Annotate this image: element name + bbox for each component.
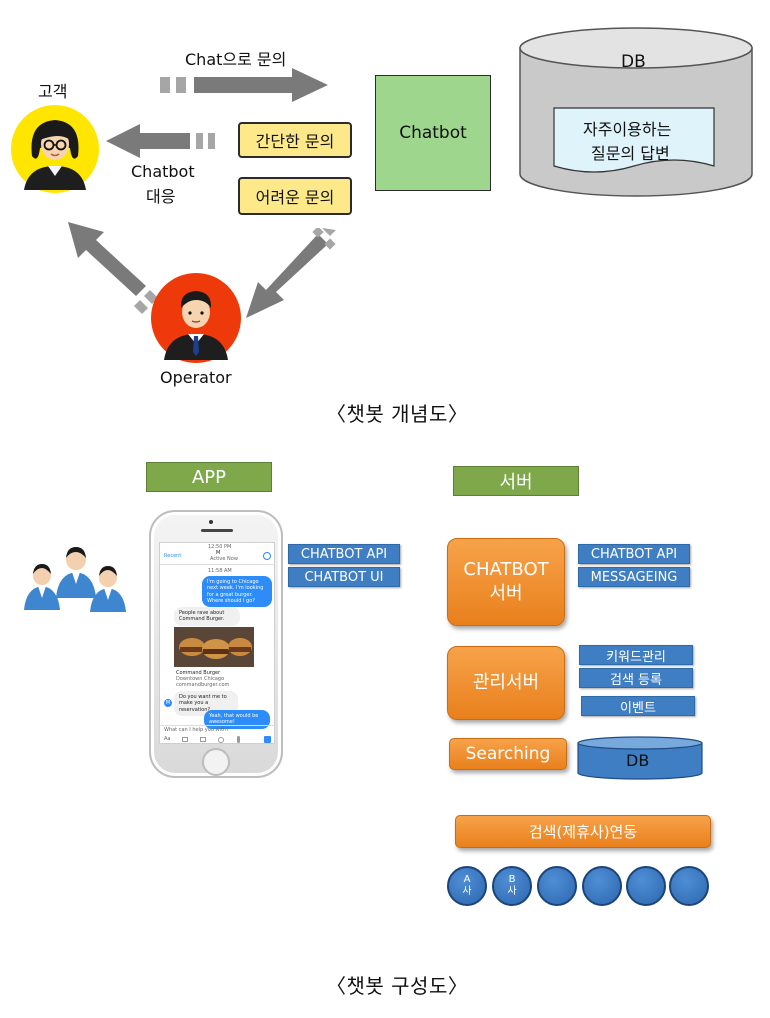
company-a-line-2: 사 xyxy=(462,886,472,897)
operator-to-customer-arrow-icon xyxy=(68,222,158,314)
gallery-button-icon[interactable] xyxy=(200,737,206,742)
chatbot-response-label-1: Chatbot xyxy=(131,162,195,181)
company-b-line-1: B xyxy=(508,874,516,885)
burger-photo-icon xyxy=(174,627,254,667)
company-a-circle: A 사 xyxy=(447,866,487,906)
chatbot-server-box: CHATBOT 서버 xyxy=(447,538,565,626)
company-a-line-1: A xyxy=(463,874,471,885)
admin-server-box: 관리서버 xyxy=(447,646,565,720)
faq-line-2: 질문의 답변 xyxy=(591,144,670,163)
server-tag-messaging: MESSAGEING xyxy=(578,567,690,587)
phone-mockup: 12:50 PM Recent M Active Now 11:58 AM I'… xyxy=(149,510,283,778)
concept-caption: 〈챗봇 개념도〉 xyxy=(326,402,469,426)
server-label: 서버 xyxy=(453,466,579,496)
message-input[interactable]: What can I help you with? xyxy=(164,727,229,733)
message-incoming-1: People rave about Command Burger. xyxy=(174,607,240,626)
mic-button-icon[interactable] xyxy=(237,736,240,743)
camera-button-icon[interactable] xyxy=(182,737,188,742)
status-time: 12:50 PM xyxy=(208,544,232,550)
contact-initial: M xyxy=(216,550,221,556)
company-b-line-2: 사 xyxy=(507,886,517,897)
company-circle-6 xyxy=(669,866,709,906)
easy-question-box: 간단한 문의 xyxy=(238,122,352,158)
card-subtitle-2: commandburger.com xyxy=(176,682,230,688)
hard-question-box: 어려운 문의 xyxy=(238,177,352,215)
chatbot-server-line-2: 서버 xyxy=(489,583,523,604)
admin-tag-keyword: 키워드관리 xyxy=(579,645,693,665)
chatbot-server-line-1: CHATBOT xyxy=(463,558,549,580)
searching-box: Searching xyxy=(449,738,567,770)
faq-line-1: 자주이용하는 xyxy=(583,120,672,139)
message-outgoing-2: Yeah, that would be awesome! xyxy=(204,710,270,729)
like-button-icon[interactable] xyxy=(264,736,271,743)
chat-timestamp: 11:58 AM xyxy=(208,568,232,574)
chatbot-response-arrow-icon xyxy=(106,124,215,158)
admin-tag-event: 이벤트 xyxy=(581,696,695,716)
company-circle-3 xyxy=(537,866,577,906)
company-b-circle: B 사 xyxy=(492,866,532,906)
operator-label: Operator xyxy=(160,368,232,387)
server-tag-chatbot-api: CHATBOT API xyxy=(578,544,690,564)
structure-db-cylinder-icon xyxy=(577,736,703,780)
app-tag-chatbot-ui: CHATBOT UI xyxy=(288,567,400,587)
structure-caption: 〈챗봇 구성도〉 xyxy=(326,974,469,998)
operator-avatar-icon xyxy=(151,273,241,363)
header-divider xyxy=(160,564,274,565)
back-button[interactable]: Recent xyxy=(164,553,182,559)
customer-avatar-icon xyxy=(11,105,99,193)
structure-db-label: DB xyxy=(626,751,650,770)
chatbot-box: Chatbot xyxy=(375,75,491,191)
contact-status: Active Now xyxy=(210,556,238,562)
partner-search-bar: 검색(제휴사)연동 xyxy=(455,815,711,848)
bot-avatar-icon: M xyxy=(164,699,172,707)
input-divider xyxy=(160,725,274,726)
db-cylinder-icon xyxy=(519,27,753,197)
home-button[interactable] xyxy=(202,748,230,776)
users-group-icon xyxy=(24,547,126,612)
question-to-operator-arrow-icon xyxy=(246,228,336,318)
text-format-button[interactable]: Aa xyxy=(164,736,171,742)
message-outgoing-1: I'm going to Chicago next week. I'm look… xyxy=(202,576,272,607)
customer-label: 고객 xyxy=(38,82,68,101)
chat-inquiry-label: Chat으로 문의 xyxy=(185,50,287,69)
phone-speaker-icon xyxy=(201,529,233,532)
company-circle-4 xyxy=(582,866,622,906)
admin-tag-search-register: 검색 등록 xyxy=(579,668,693,688)
emoji-button-icon[interactable] xyxy=(218,737,224,743)
card-subtitle-1: Downtown Chicago xyxy=(176,676,225,682)
info-icon[interactable] xyxy=(263,552,271,560)
phone-camera-icon xyxy=(209,520,213,524)
chatbot-response-label-2: 대응 xyxy=(146,187,176,206)
app-label: APP xyxy=(146,462,272,492)
phone-screen: 12:50 PM Recent M Active Now 11:58 AM I'… xyxy=(159,542,275,744)
company-circle-5 xyxy=(626,866,666,906)
card-title: Command Burger xyxy=(176,670,221,676)
db-label: DB xyxy=(621,52,646,72)
app-tag-chatbot-api: CHATBOT API xyxy=(288,544,400,564)
chat-inquiry-arrow-icon xyxy=(160,68,328,102)
